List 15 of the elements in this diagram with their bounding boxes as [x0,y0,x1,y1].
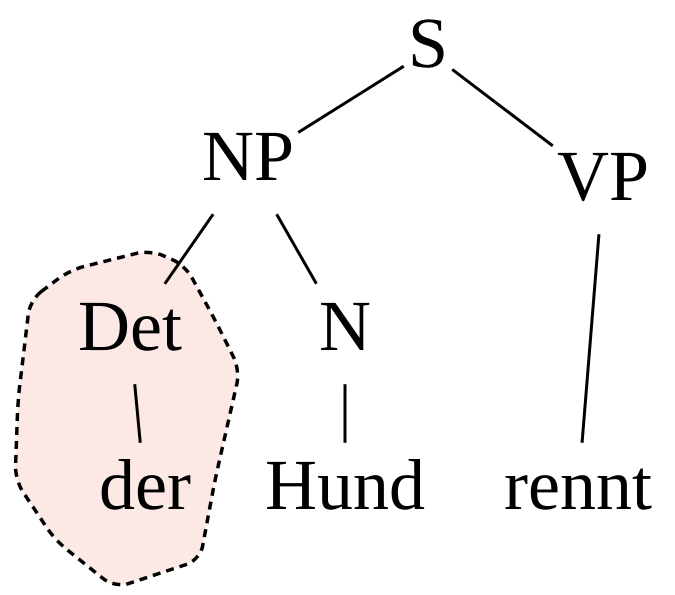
tree-label: VP [558,152,646,202]
tree-branch [344,384,346,443]
tree-branch [297,64,405,134]
tree-branch [580,234,600,443]
tree-label: N [321,302,370,350]
highlight-blob [14,250,240,586]
tree-branch [275,213,318,285]
tree-label: NP [204,132,292,180]
tree-label: Det [80,302,182,351]
tree-label: der [102,459,190,510]
tree-label: Hund [267,459,424,510]
tree-branch [451,68,554,148]
tree-label: S [412,19,444,68]
tree-label: rennt [505,468,652,510]
tree-branch [133,384,142,443]
